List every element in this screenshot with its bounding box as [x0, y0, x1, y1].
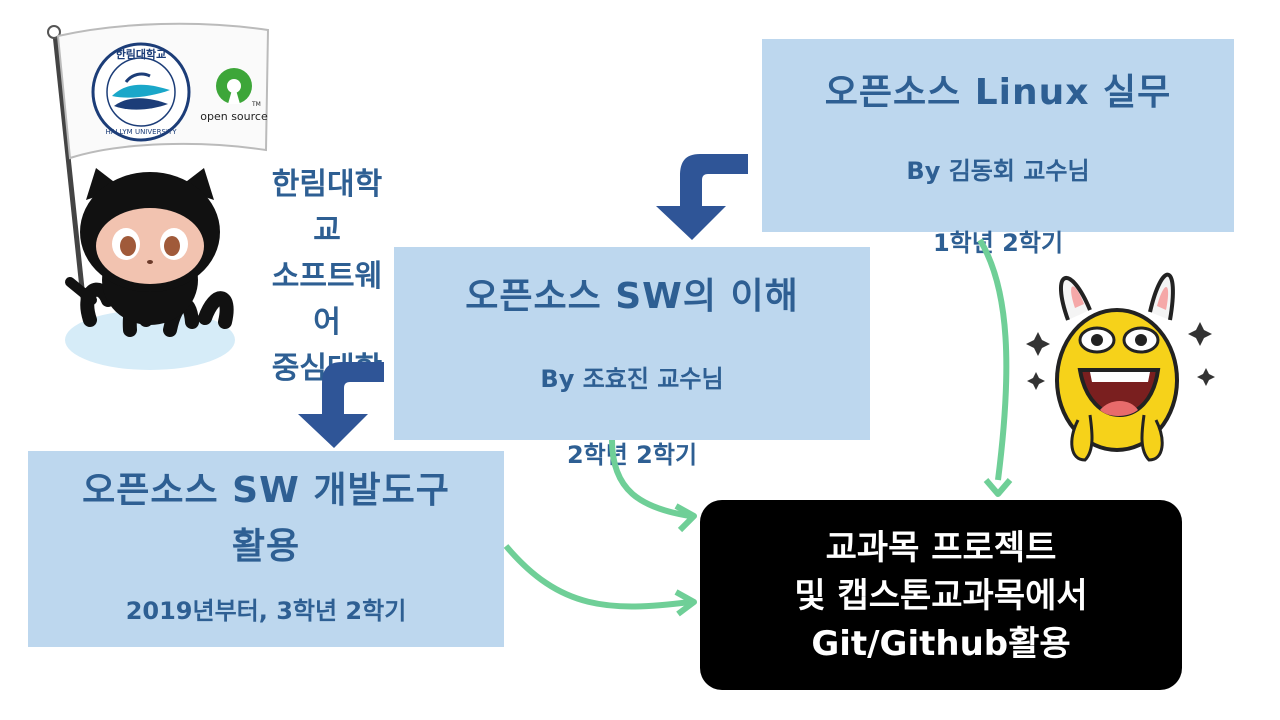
- seal-english-text: HALLYM UNIVERSITY: [105, 128, 177, 136]
- cartoon-character-icon: [1026, 272, 1215, 462]
- blue-arrow-2: [298, 362, 384, 448]
- course-term: 2019년부터, 3학년 2학기: [125, 597, 407, 625]
- course-title-line-1: 오픈소스 SW 개발도구: [82, 470, 450, 511]
- course-instructor: By 조효진 교수님: [540, 365, 724, 393]
- course-term: 2학년 2학기: [566, 441, 698, 469]
- green-arrowhead-sw: [674, 503, 697, 533]
- course-title: 오픈소스 SW의 이해: [465, 276, 799, 317]
- course-box-linux: 오픈소스 Linux 실무 By 김동회 교수님 1학년 2학기: [762, 39, 1234, 257]
- green-arrow-devtools: [503, 544, 691, 610]
- slogan-line-1: 한림대학교: [271, 167, 383, 248]
- course-term: 1학년 2학기: [932, 229, 1064, 257]
- course-title-line-2: 활용: [231, 526, 301, 567]
- result-line-1: 교과목 프로젝트: [825, 528, 1057, 568]
- course-title: 오픈소스 Linux 실무: [824, 72, 1172, 113]
- flag: 한림대학교 HALLYM UNIVERSITY open source TM: [47, 22, 270, 346]
- open-source-label: open source: [200, 110, 268, 123]
- seal-korean-text: 한림대학교: [116, 47, 167, 61]
- result-line-2: 및 캡스톤교과목에서: [794, 576, 1088, 616]
- green-arrow-sw: [609, 439, 691, 519]
- blue-arrow-1: [656, 154, 748, 240]
- course-box-dev-tools: 오픈소스 SW 개발도구 활용 2019년부터, 3학년 2학기: [28, 451, 504, 647]
- octocat-icon: [65, 168, 235, 370]
- course-box-sw-understanding: 오픈소스 SW의 이해 By 조효진 교수님 2학년 2학기: [394, 247, 870, 469]
- course-instructor: By 김동회 교수님: [906, 157, 1090, 185]
- green-arrow-linux: [977, 238, 1010, 481]
- flag-pole-knob: [47, 25, 61, 39]
- university-seal-icon: 한림대학교 HALLYM UNIVERSITY: [91, 42, 191, 142]
- trademark-label: TM: [251, 101, 261, 108]
- green-arrowhead-linux: [983, 478, 1013, 497]
- open-source-logo-icon: open source TM: [200, 68, 268, 123]
- result-box: 교과목 프로젝트 및 캡스톤교과목에서 Git/Github활용: [700, 500, 1182, 690]
- green-arrowhead-devtools: [674, 589, 697, 617]
- slogan-line-2: 소프트웨어: [271, 259, 383, 340]
- result-line-3: Git/Github활용: [811, 624, 1071, 664]
